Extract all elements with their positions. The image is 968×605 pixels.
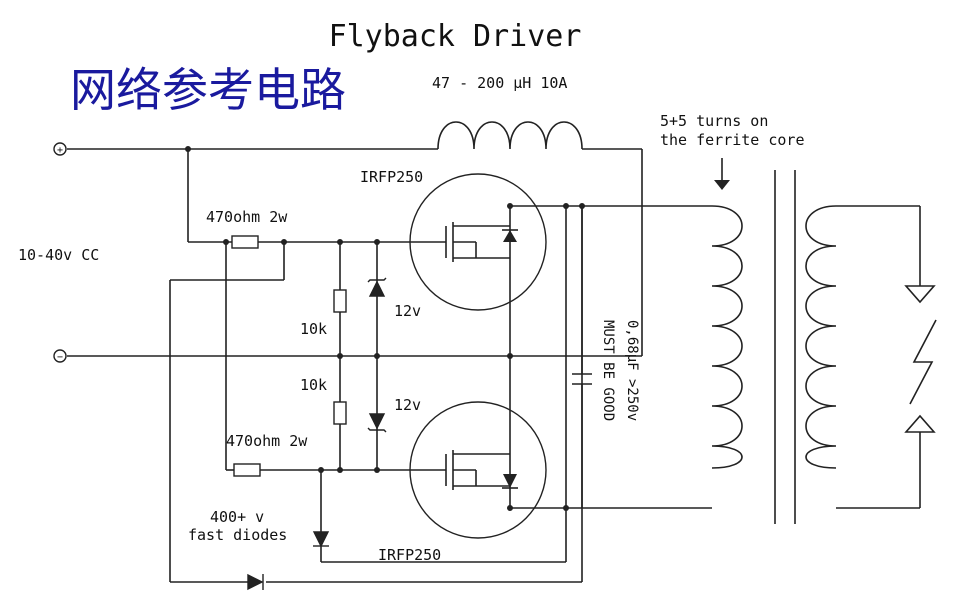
capacitor-value-label: 0,68µF >250v [624, 320, 640, 421]
zener-top-label: 12v [394, 302, 421, 320]
zener-top [368, 280, 386, 297]
wires [67, 148, 921, 583]
core-arrow [714, 180, 730, 190]
inductor-coil [437, 121, 583, 150]
turns-label-line1: 5+5 turns on [660, 112, 768, 130]
resistor-10k-top [333, 289, 347, 313]
minus-terminal [53, 349, 67, 363]
mosfet-bottom [409, 401, 547, 539]
spark-gap [904, 285, 937, 433]
terminals [53, 142, 67, 363]
resistor-470-top [231, 235, 259, 249]
diagram-title: Flyback Driver [329, 19, 582, 54]
mosfet-bottom-label: IRFP250 [378, 546, 441, 564]
junction-dots [185, 146, 585, 511]
capacitor-note-label: MUST BE GOOD [600, 320, 616, 421]
resistor-470-bottom [233, 463, 261, 477]
secondary-winding [805, 205, 837, 469]
fast-diode-horizontal [247, 573, 264, 591]
zener-diodes [367, 277, 387, 433]
r10k-bottom-label: 10k [300, 376, 327, 394]
terminal-plus-label: + [57, 145, 63, 156]
mosfet-top [409, 173, 547, 311]
diode-label-line2: fast diodes [188, 526, 287, 544]
ferrite-core [774, 170, 796, 524]
resistors [231, 235, 347, 477]
zener-bottom-label: 12v [394, 396, 421, 414]
resistor-bottom-label: 470ohm 2w [226, 432, 308, 450]
primary-winding [711, 205, 743, 469]
fast-diodes [247, 531, 330, 591]
r10k-top-label: 10k [300, 320, 327, 338]
turns-label-line2: the ferrite core [660, 131, 805, 149]
terminal-minus-label: − [57, 352, 63, 363]
supply-label: 10-40v CC [18, 246, 99, 264]
inductor-label: 47 - 200 µH 10A [432, 74, 567, 92]
mosfet-top-label: IRFP250 [360, 168, 423, 186]
resistor-10k-bottom [333, 401, 347, 425]
resistor-top-label: 470ohm 2w [206, 208, 288, 226]
zener-bottom [368, 413, 386, 430]
fast-diode-vertical [312, 531, 330, 548]
diode-label-line1: 400+ v [210, 508, 264, 526]
watermark-text: 网络参考电路 [70, 63, 346, 117]
capacitor [572, 373, 592, 385]
plus-terminal [53, 142, 67, 156]
